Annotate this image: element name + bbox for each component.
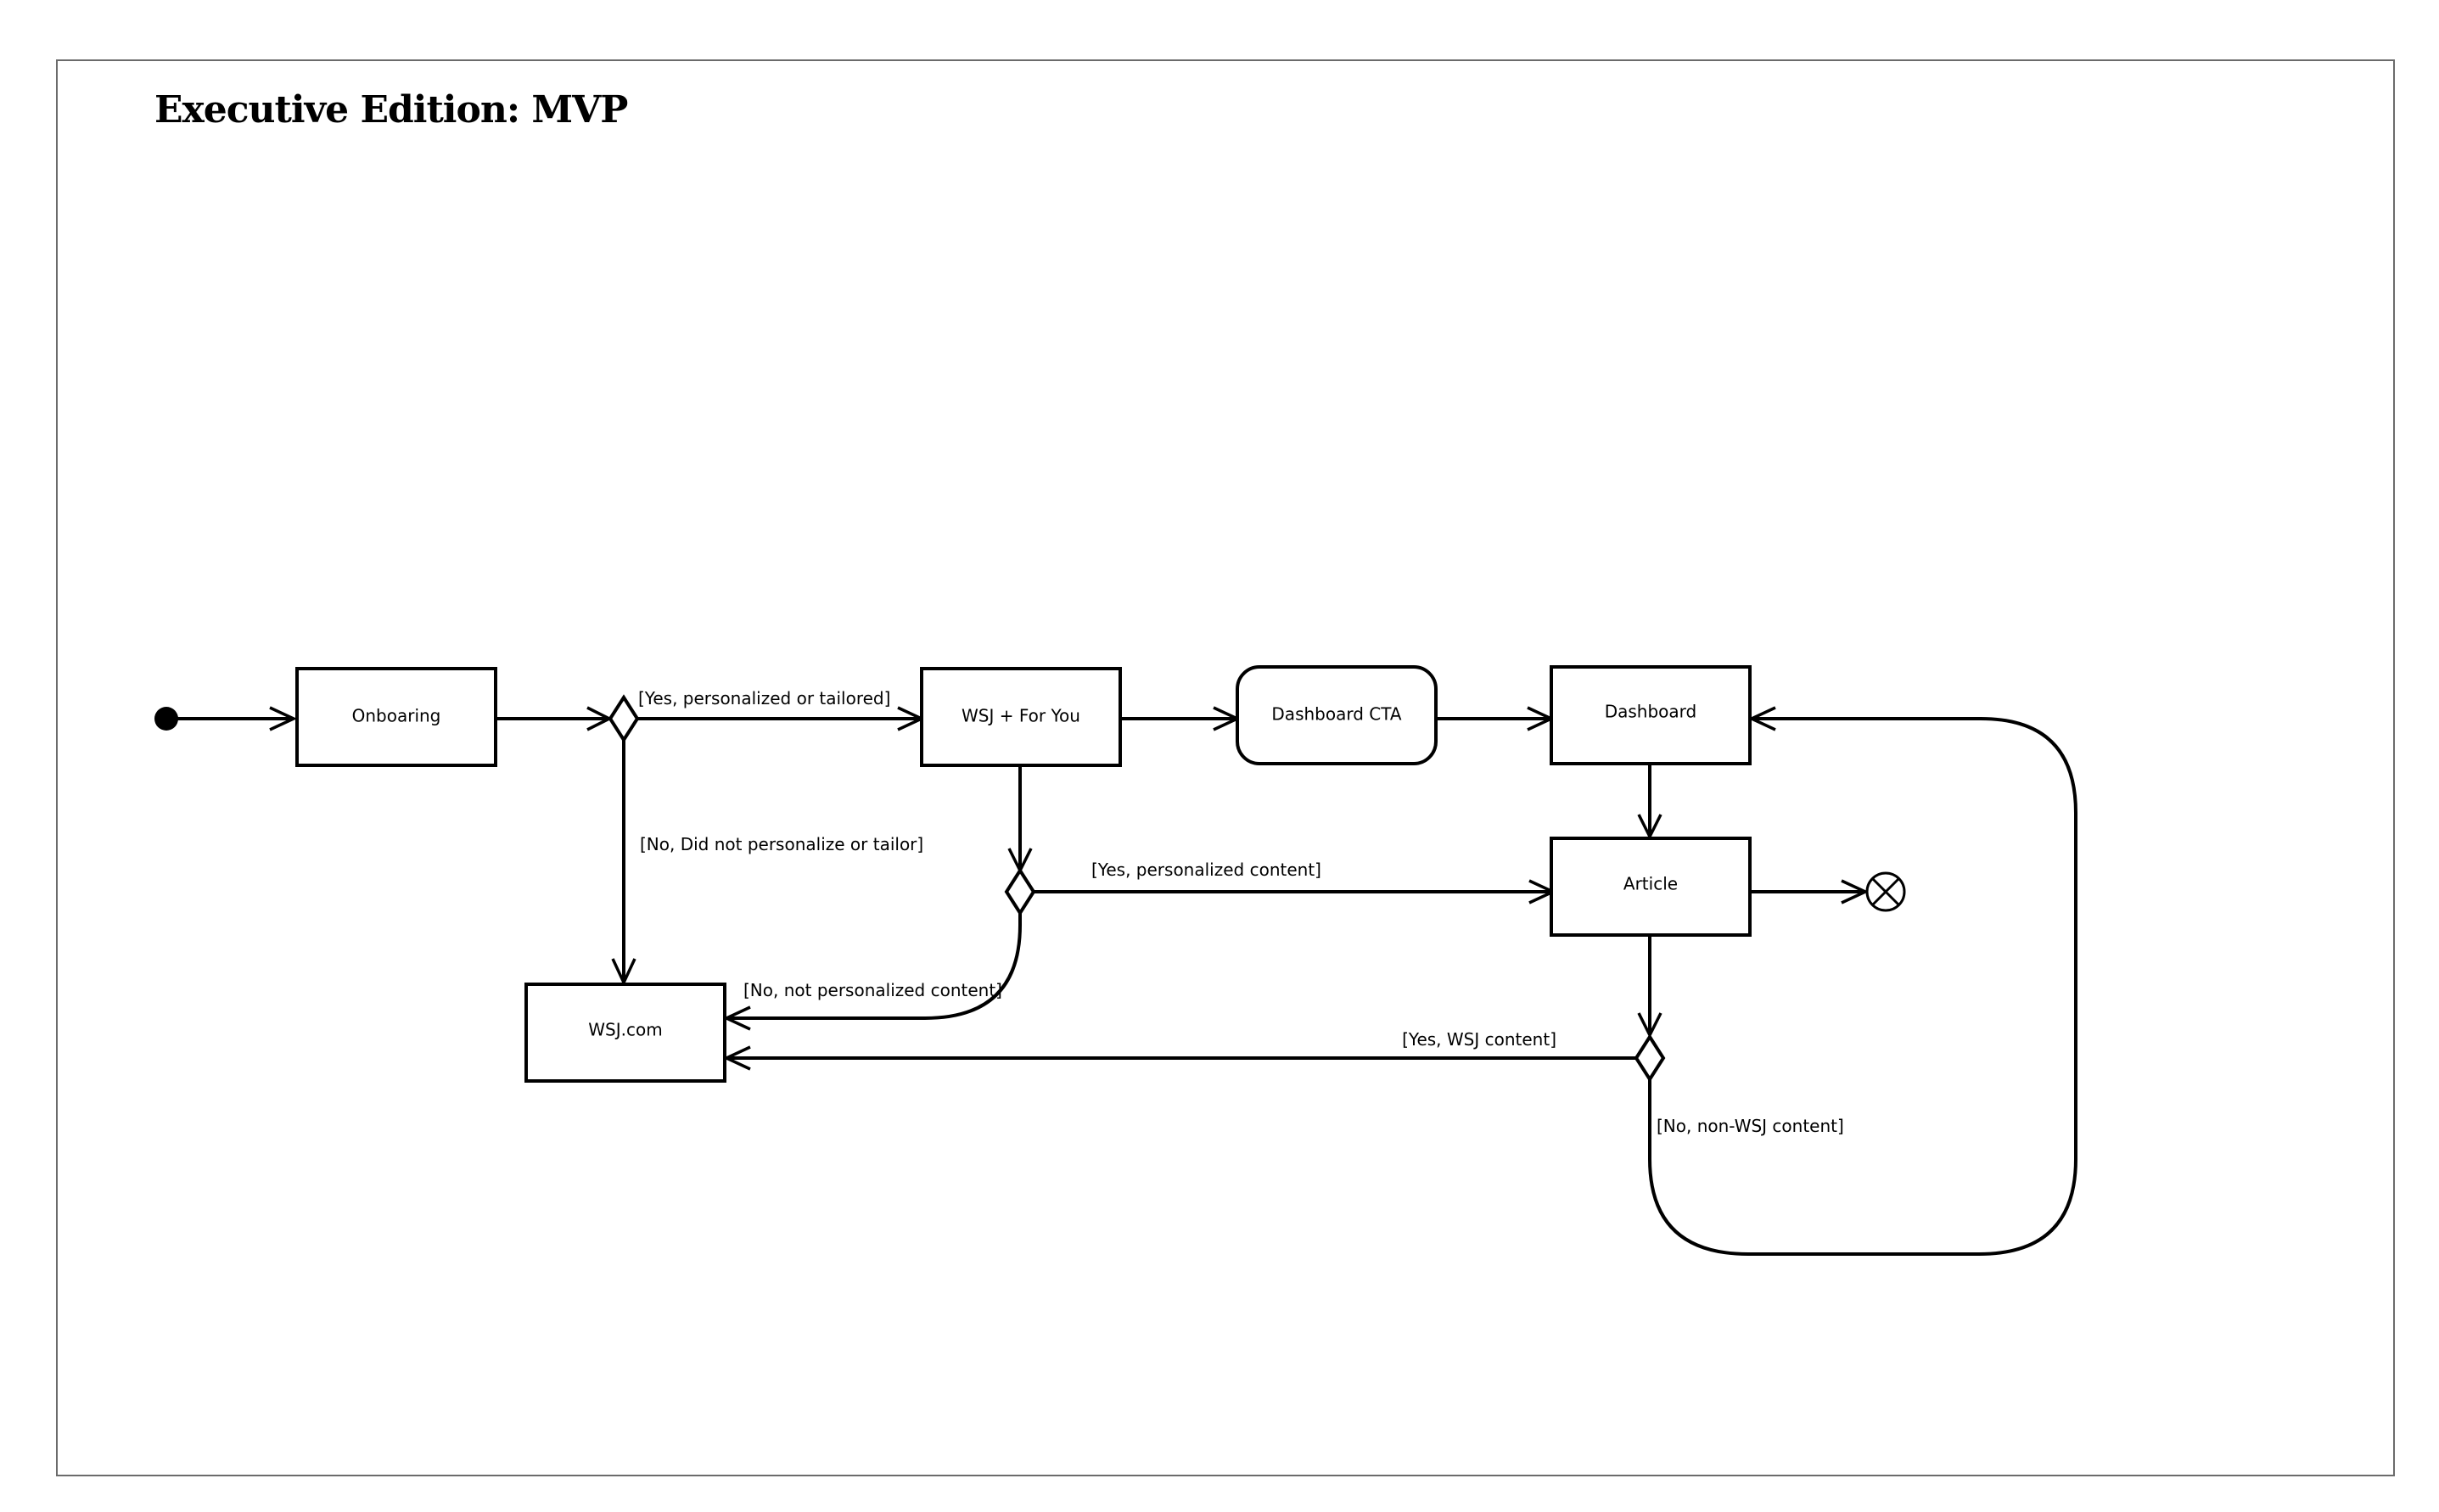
guard-yes-wsj-content: [Yes, WSJ content] xyxy=(1402,1029,1556,1050)
guard-no-not-personalized-content: [No, not personalized content] xyxy=(743,980,1002,1000)
node-dashboard: Dashboard xyxy=(1550,665,1752,765)
diagram-frame xyxy=(56,59,2395,1476)
guard-no-personalize-tailor: [No, Did not personalize or tailor] xyxy=(640,834,923,854)
final-node xyxy=(1865,871,1906,912)
node-dashboard-label: Dashboard xyxy=(1605,702,1697,722)
guard-yes-personalized-content: [Yes, personalized content] xyxy=(1091,860,1321,880)
page-title: Executive Edition: MVP xyxy=(154,88,628,132)
node-onboarding: Onboaring xyxy=(295,667,497,767)
guard-yes-personalized-tailored: [Yes, personalized or tailored] xyxy=(638,688,890,708)
node-dashboard-cta: Dashboard CTA xyxy=(1236,665,1438,765)
edge-initial-to-onboarding xyxy=(166,706,298,731)
edge-decision-to-article xyxy=(1034,879,1557,904)
node-wsj-for-you-label: WSJ + For You xyxy=(962,706,1080,726)
edge-decision-to-wsj-com-curve xyxy=(722,912,1022,1031)
edge-dashboard-cta-to-dashboard xyxy=(1436,706,1556,731)
node-article: Article xyxy=(1550,837,1752,937)
node-onboarding-label: Onboaring xyxy=(352,706,441,726)
edge-onboarding-to-decision xyxy=(496,706,613,731)
edge-article-to-decision xyxy=(1637,937,1662,1039)
edge-decision-to-wsj-for-you xyxy=(638,706,926,731)
edge-wsj-for-you-to-dashboard-cta xyxy=(1120,706,1242,731)
node-wsj-com: WSJ.com xyxy=(524,983,726,1083)
node-dashboard-cta-label: Dashboard CTA xyxy=(1271,704,1401,725)
decision-personalized-content xyxy=(1004,867,1036,916)
edge-article-to-final xyxy=(1750,879,1870,904)
node-wsj-for-you: WSJ + For You xyxy=(920,667,1122,767)
decision-wsj-content xyxy=(1634,1033,1666,1083)
edge-decision-loop-to-dashboard xyxy=(1648,706,2077,1256)
node-wsj-com-label: WSJ.com xyxy=(588,1020,662,1040)
edge-dashboard-to-article xyxy=(1637,765,1662,840)
edge-decision-to-wsj-com-left xyxy=(722,1045,1636,1071)
guard-no-non-wsj-content: [No, non-WSJ content] xyxy=(1657,1116,1844,1136)
node-article-label: Article xyxy=(1623,874,1678,894)
edge-wsj-for-you-to-decision xyxy=(1007,767,1033,874)
decision-personalized xyxy=(608,694,640,743)
edge-decision-to-wsj-com xyxy=(611,738,636,987)
